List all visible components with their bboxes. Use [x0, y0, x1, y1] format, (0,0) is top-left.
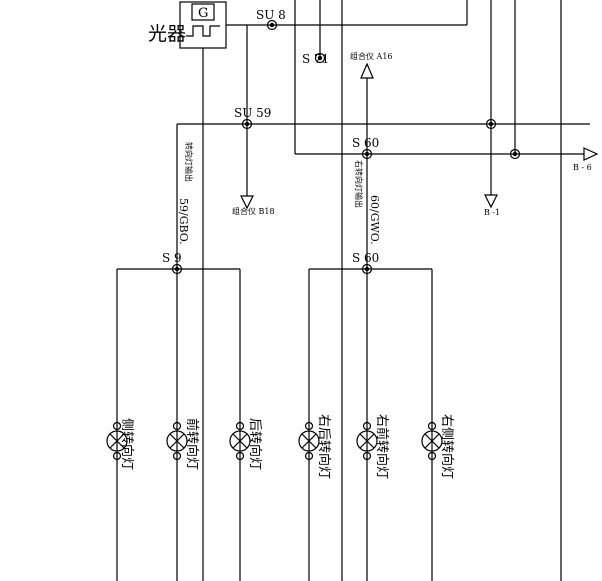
lamp-bulb-icon	[298, 421, 320, 461]
junctions	[171, 19, 521, 275]
wires	[116, 0, 590, 581]
connector-label-b18: 组合仪 B18	[232, 206, 275, 216]
lamp-bulb-icon	[356, 421, 378, 461]
arrow-right-icon	[583, 147, 599, 161]
flasher-letter: G	[198, 6, 208, 21]
connector-label-b6: B - 6	[573, 163, 592, 172]
arrow-up-icon	[360, 62, 374, 79]
lamp-label-3: 后转向灯	[247, 418, 263, 470]
wire-annotations: 转向灯输出 59/GBO. 右转向灯输出 60/GWO.	[177, 142, 381, 245]
junction-su8	[266, 19, 278, 31]
junction-s9	[171, 263, 183, 275]
splice-label-s71: S 71	[302, 52, 329, 66]
pulse-symbol-icon	[186, 25, 220, 37]
lamp-label-6: 右侧转向灯	[439, 414, 455, 479]
lamp-label-1: 侧转向灯	[119, 418, 135, 470]
splice-label-s9: S 9	[162, 251, 182, 265]
lamp-bulb-icon	[106, 421, 128, 461]
lamp-label-2: 前转向灯	[184, 418, 200, 470]
splice-label-su8: SU 8	[256, 8, 286, 22]
junction-su59	[241, 118, 253, 130]
lamps: 侧转向灯 前转向灯 后转向灯 右后转向灯	[106, 414, 455, 479]
wire-desc-left: 转向灯输出	[184, 142, 194, 182]
arrow-down-icon	[484, 194, 498, 209]
wire-desc-right: 右转向灯输出	[354, 160, 364, 208]
lamp-label-5: 右前转向灯	[374, 414, 390, 479]
junction-b1-bus	[485, 118, 497, 130]
connector-label-b1: B -1	[484, 208, 500, 217]
wire-code-right: 60/GWO.	[368, 195, 381, 245]
lamp-label-4: 右后转向灯	[316, 414, 332, 479]
junction-s71	[314, 52, 326, 64]
connectors: 组合仪 A16 组合仪 B18 B -1 B - 6	[232, 51, 599, 217]
junction-s60-lower	[361, 263, 373, 275]
arrow-down-icon	[240, 195, 254, 210]
junction-s60-upper	[361, 148, 373, 160]
splice-label-s60-lower: S 60	[352, 251, 379, 265]
splice-labels: SU 8 S 71 SU 59 S 60 S 9 S 60	[162, 8, 379, 265]
splice-label-su59: SU 59	[234, 106, 271, 120]
lamp-bulb-icon	[229, 421, 251, 461]
flasher-relay: 光器 G	[148, 1, 227, 49]
wire-code-left: 59/GBO.	[177, 198, 190, 245]
connector-label-a16: 组合仪 A16	[350, 51, 393, 61]
lamp-bulb-icon	[421, 421, 443, 461]
flasher-label: 光器	[148, 23, 186, 45]
splice-label-s60-upper: S 60	[352, 136, 379, 150]
junction-b6-bus	[509, 148, 521, 160]
lamp-bulb-icon	[166, 421, 188, 461]
